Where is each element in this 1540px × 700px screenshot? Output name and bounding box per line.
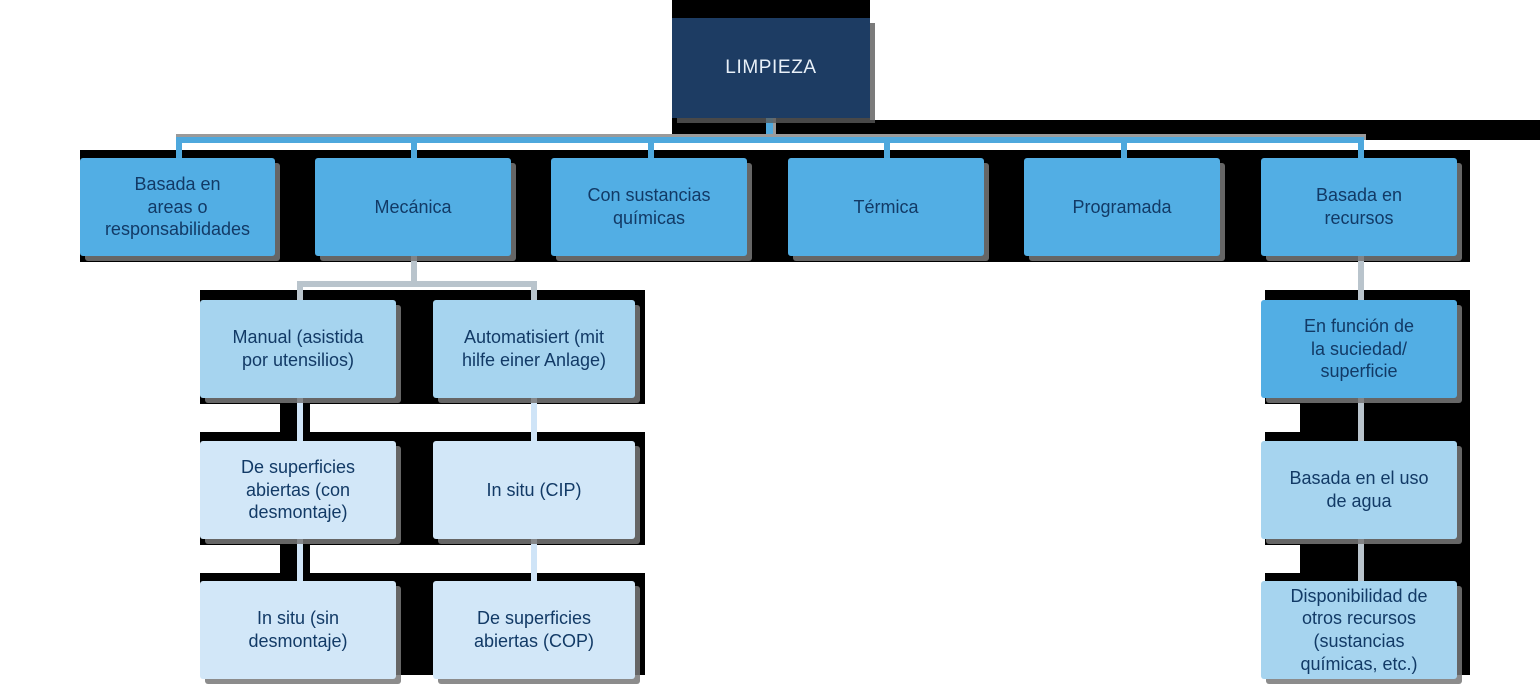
connector-mecanica-bus: [297, 281, 537, 287]
connector-level2-bus: [176, 137, 1364, 143]
connector-automatisiert-chain: [531, 537, 537, 583]
connector-root-down: [766, 118, 773, 140]
node-in-situ-cip[interactable]: In situ (CIP): [433, 441, 635, 539]
connector-drop-level2: [1358, 137, 1364, 159]
background-plate: [0, 0, 672, 140]
connector-drop-automatisiert: [531, 281, 537, 303]
connector-recursos-chain: [1358, 396, 1364, 442]
background-plate: [400, 545, 1300, 573]
connector-automatisiert-chain: [531, 396, 537, 442]
node-mecanica[interactable]: Mecánica: [315, 158, 511, 256]
background-plate: [400, 404, 1300, 432]
node-label: In situ (CIP): [486, 479, 582, 500]
background-plate: [80, 262, 1470, 290]
background-plate: [200, 545, 280, 573]
node-label: LIMPIEZA: [725, 57, 817, 79]
background-plate: [0, 265, 200, 700]
background-plate: [645, 290, 1265, 680]
node-programada[interactable]: Programada: [1024, 158, 1220, 256]
node-label: Programada: [1072, 196, 1172, 217]
connector-mecanica-down: [411, 256, 417, 284]
connector-drop-manual: [297, 281, 303, 303]
background-plate: [0, 140, 1540, 150]
background-plate: [200, 404, 280, 432]
connector-manual-chain: [297, 537, 303, 583]
connector-recursos-chain: [1358, 537, 1364, 583]
connector-drop-level2: [411, 137, 417, 159]
background-plate: [310, 404, 400, 432]
connector-drop-level2: [1121, 137, 1127, 159]
background-plate: [870, 0, 1540, 120]
node-root-limpieza[interactable]: LIMPIEZA: [672, 18, 870, 118]
connector-drop-level2: [648, 137, 654, 159]
background-plate: [1470, 150, 1540, 700]
connector-drop-level2: [176, 137, 182, 159]
node-termica[interactable]: Térmica: [788, 158, 984, 256]
background-plate: [310, 545, 400, 573]
connector-recursos-chain: [1358, 256, 1364, 302]
node-label: Mecánica: [374, 196, 452, 217]
connector-manual-chain: [297, 396, 303, 442]
node-label: Térmica: [853, 196, 919, 217]
connector-drop-level2: [884, 137, 890, 159]
